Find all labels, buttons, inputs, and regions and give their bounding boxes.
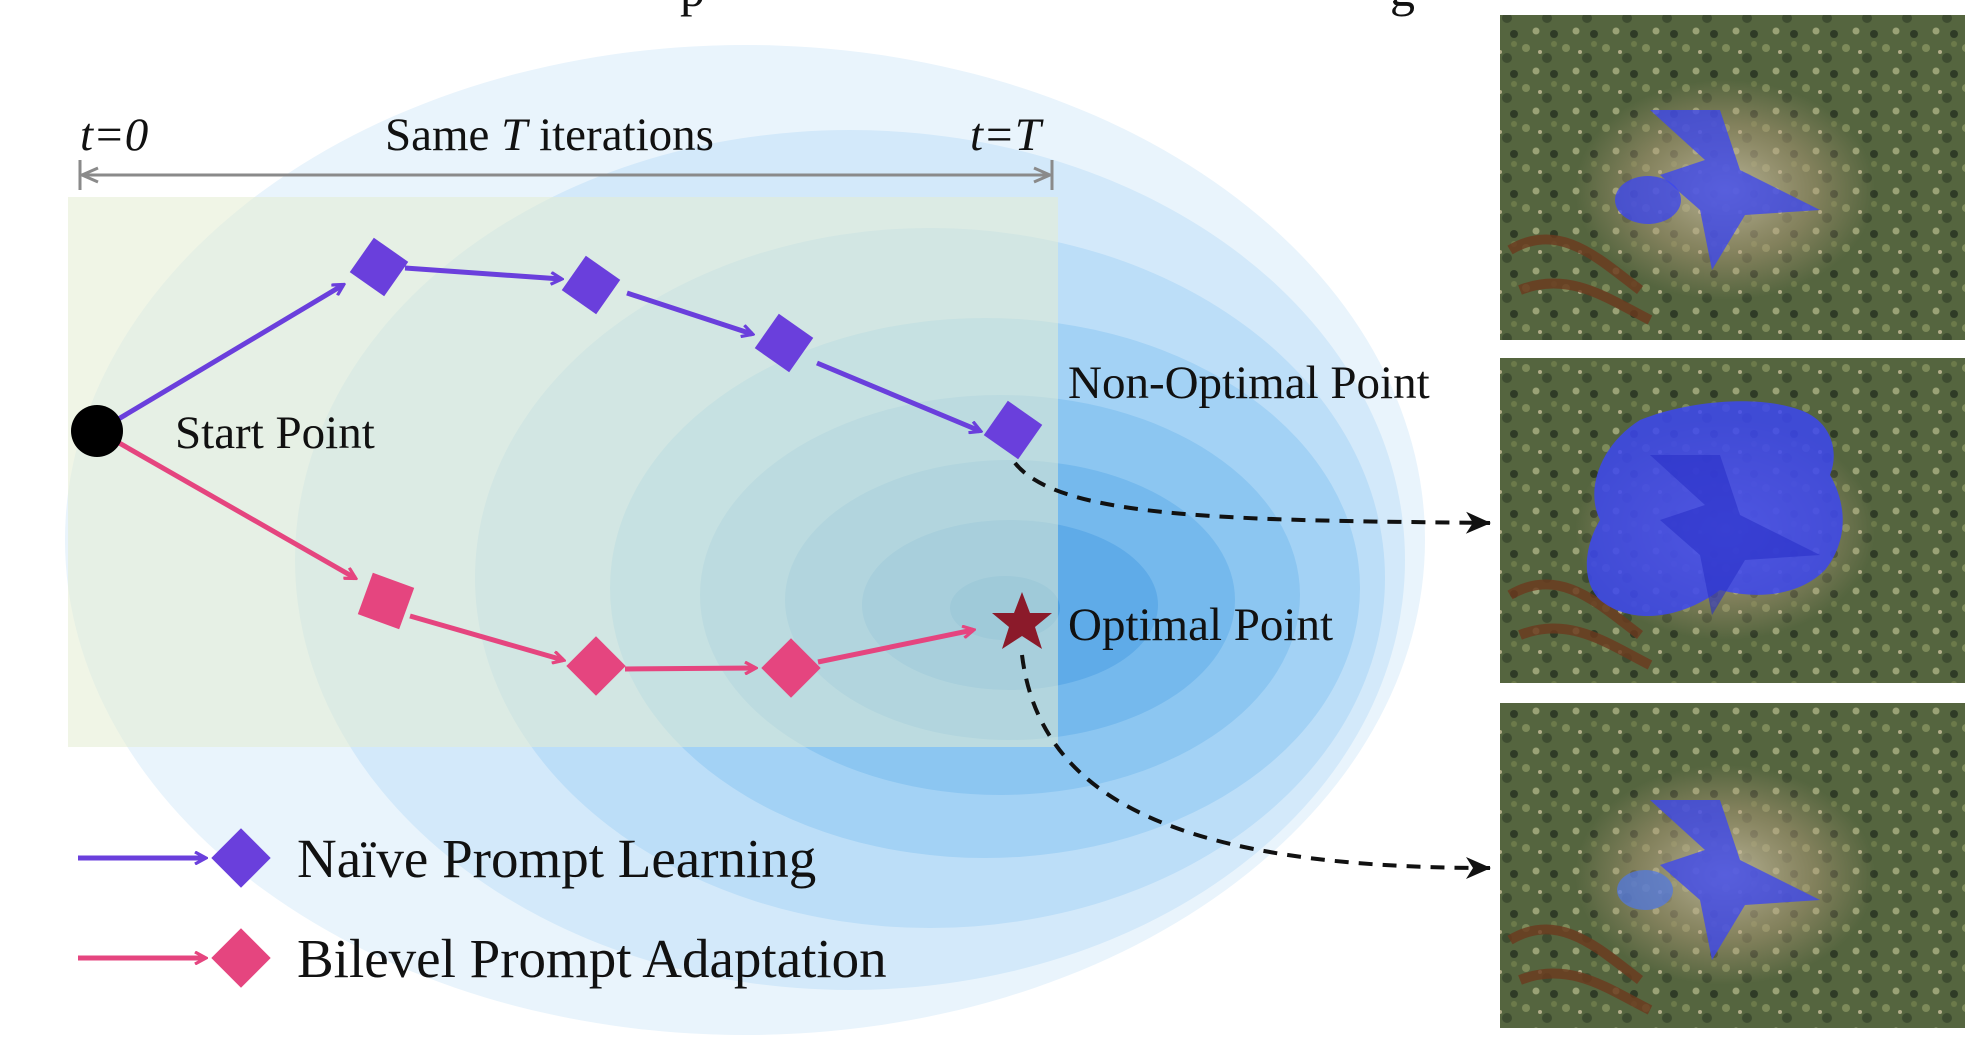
timeline-middle-prefix: Same [385, 109, 501, 161]
legend-bilevel-marker [211, 928, 271, 988]
timeline-middle-suffix: iterations [527, 109, 714, 161]
non-optimal-point-label: Non-Optimal Point [1068, 357, 1430, 409]
naive-edge-4 [816, 360, 980, 431]
title-fragment-left: p [680, 0, 705, 17]
timeline: t=0 Same T iterations t=T [78, 109, 1054, 190]
result-panel-over-segmented [1500, 358, 1965, 683]
result-panel-naive [1500, 15, 1965, 340]
result-panel-optimal-mask-starfish [1650, 800, 1820, 960]
legend-bilevel-label: Bilevel Prompt Adaptation [297, 928, 887, 989]
bilevel-path [98, 429, 973, 698]
dashed-arrow-non-optimal [1013, 461, 1491, 534]
naive-step-1 [349, 237, 409, 297]
result-panel-optimal [1500, 703, 1965, 1028]
bilevel-edge-4 [817, 630, 973, 665]
result-panel-naive-mask-starfish [1650, 110, 1820, 270]
timeline-start-label: t=0 [80, 109, 148, 161]
bilevel-step-1 [357, 572, 415, 630]
start-point-dot [71, 405, 123, 457]
dashed-arrow-optimal [1020, 654, 1491, 879]
naive-step-3 [754, 313, 814, 373]
naive-edge-2 [404, 265, 561, 279]
naive-step-2 [561, 255, 621, 315]
timeline-middle-var: T [501, 109, 530, 161]
result-panel-over-kelp [1507, 579, 1653, 670]
result-panel-optimal-mask-small [1617, 870, 1673, 910]
timeline-middle-label: Same T iterations [385, 109, 714, 161]
bilevel-edge-2 [409, 613, 563, 660]
title-fragment-right: g [1390, 0, 1415, 17]
bilevel-edge-3 [624, 668, 755, 669]
legend: Naïve Prompt Learning Bilevel Prompt Ada… [78, 828, 887, 989]
optimal-point-star [992, 592, 1052, 649]
result-panel-over-starfish-shadow [1650, 455, 1820, 615]
legend-naive-marker [211, 828, 271, 888]
bilevel-step-2 [566, 636, 626, 696]
naive-edge-1 [98, 285, 343, 433]
result-panel-naive-kelp [1507, 234, 1653, 325]
timeline-end-label: t=T [970, 109, 1044, 161]
result-panel-naive-mask-blob [1615, 176, 1681, 224]
start-point-label: Start Point [175, 407, 375, 459]
bilevel-edge-1 [98, 429, 355, 581]
naive-step-4 [983, 400, 1043, 460]
naive-path [98, 237, 1043, 460]
bilevel-step-3 [761, 638, 821, 698]
optimal-point-label: Optimal Point [1068, 599, 1333, 651]
iteration-region [68, 197, 1058, 747]
legend-naive-label: Naïve Prompt Learning [297, 828, 816, 889]
result-panel-optimal-kelp [1507, 924, 1653, 1015]
naive-edge-3 [626, 290, 752, 334]
